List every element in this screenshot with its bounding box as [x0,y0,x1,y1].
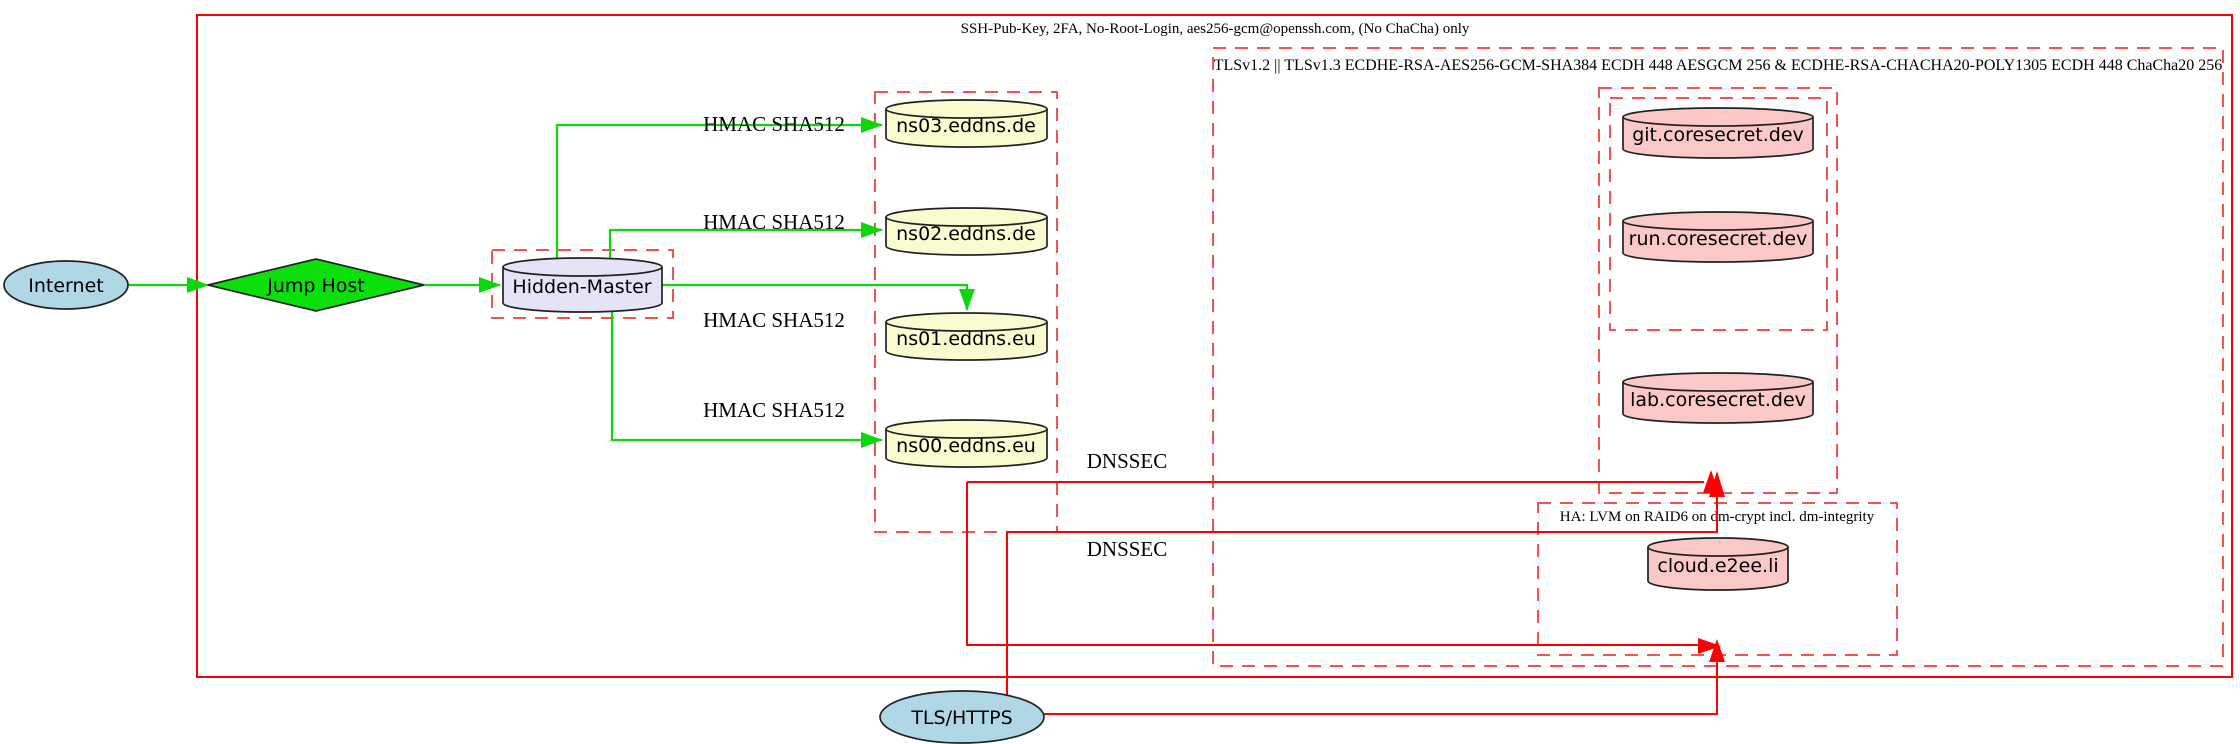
arrowhead-up-ha [1709,639,1725,662]
ns00-node: ns00.eddns.eu [885,419,1048,468]
tls-cluster-label: TLSv1.2 || TLSv1.3 ECDHE-RSA-AES256-GCM-… [1214,57,2223,74]
edge-hiddenmaster-ns03 [555,117,883,258]
cloud-node: cloud.e2ee.li [1647,537,1789,591]
hmac-label-ns00: HMAC SHA512 [703,398,845,422]
arrowhead-up-lab-b [1709,471,1725,497]
edge-hiddenmaster-ns01 [662,283,975,311]
ssh-cluster-box [196,14,2233,678]
arrowhead-right-ha [1698,638,1721,654]
hidden-master-label: Hidden-Master [512,276,651,298]
run-node: run.coresecret.dev [1622,211,1814,263]
ns01-label: ns01.eddns.eu [896,328,1036,350]
git-node: git.coresecret.dev [1622,107,1814,159]
ssh-cluster-label: SSH-Pub-Key, 2FA, No-Root-Login, aes256-… [961,21,1470,37]
edge-dnssec-lower-line [966,482,1699,646]
dnssec-label-upper: DNSSEC [1087,449,1168,473]
ns02-node: ns02.eddns.de [885,207,1048,256]
edge-tlshttps-ha-line [1044,662,1718,715]
hmac-label-ns02: HMAC SHA512 [703,210,845,234]
dnssec-label-lower: DNSSEC [1087,537,1168,561]
ns01-node: ns01.eddns.eu [885,312,1048,361]
ns03-node: ns03.eddns.de [885,99,1048,148]
jump-host-node: Jump Host [207,258,425,312]
coresecret-outer-cluster-box [1598,87,1838,494]
edge-tlshttps-lab-line [1006,497,1718,698]
lab-node: lab.coresecret.dev [1622,372,1814,424]
edge-hiddenmaster-ns00 [610,312,883,448]
git-label: git.coresecret.dev [1632,124,1804,146]
edge-hiddenmaster-ns02 [608,222,883,258]
hmac-label-ns03: HMAC SHA512 [703,112,845,136]
lab-label: lab.coresecret.dev [1630,389,1806,411]
ns02-label: ns02.eddns.de [896,223,1036,245]
internet-label: Internet [28,275,103,297]
tls-https-node: TLS/HTTPS [879,690,1045,744]
ns00-label: ns00.eddns.eu [896,435,1036,457]
tls-https-label: TLS/HTTPS [910,707,1012,729]
jump-host-label: Jump Host [266,275,365,297]
hidden-master-node: Hidden-Master [502,257,663,313]
coresecret-inner-cluster-box [1609,97,1828,331]
internet-node: Internet [3,260,129,310]
ns03-label: ns03.eddns.de [896,115,1036,137]
hmac-label-ns01: HMAC SHA512 [703,308,845,332]
cloud-label: cloud.e2ee.li [1657,555,1778,577]
run-label: run.coresecret.dev [1629,228,1808,250]
